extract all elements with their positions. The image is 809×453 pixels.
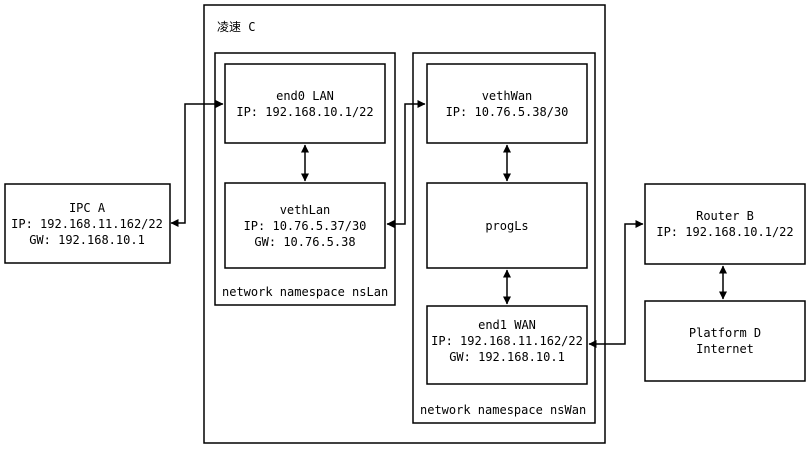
node-ipc-a-box: [4, 183, 171, 264]
connector-ipc-a-end0-lan: [170, 100, 224, 227]
node-end1-wan-gw: GW: 192.168.10.1: [449, 350, 565, 364]
node-ipc-a-gw: GW: 192.168.10.1: [29, 233, 145, 247]
node-router-b-box: [644, 183, 806, 265]
namespace-nswan-label: network namespace nsWan: [420, 403, 586, 417]
node-vethlan-title: vethLan: [280, 203, 331, 217]
node-router-b: Router B IP: 192.168.10.1/22: [644, 183, 806, 265]
node-platform-d-subtitle: Internet: [696, 342, 754, 356]
namespace-nslan-label: network namespace nsLan: [222, 285, 388, 299]
node-end0-lan-ip: IP: 192.168.10.1/22: [236, 105, 373, 119]
node-progls: progLs: [426, 182, 588, 269]
node-end1-wan: end1 WAN IP: 192.168.11.162/22 GW: 192.1…: [426, 305, 588, 385]
node-platform-d: Platform D Internet: [644, 300, 806, 382]
node-end0-lan-title: end0 LAN: [276, 89, 334, 103]
node-vethwan-title: vethWan: [482, 89, 533, 103]
node-end1-wan-box: [426, 305, 588, 385]
node-vethlan-box: [224, 182, 386, 269]
node-router-b-title: Router B: [696, 209, 754, 223]
node-progls-title: progLs: [485, 219, 528, 233]
outer-container-label: 凌速 C: [217, 20, 255, 34]
node-end0-lan: end0 LAN IP: 192.168.10.1/22: [224, 63, 386, 144]
node-vethwan-ip: IP: 10.76.5.38/30: [446, 105, 569, 119]
node-end0-lan-box: [224, 63, 386, 144]
node-vethwan: vethWan IP: 10.76.5.38/30: [426, 63, 588, 144]
node-platform-d-title: Platform D: [689, 326, 761, 340]
node-router-b-ip: IP: 192.168.10.1/22: [656, 225, 793, 239]
node-ipc-a-ip: IP: 192.168.11.162/22: [11, 217, 163, 231]
node-vethlan-ip: IP: 10.76.5.37/30: [244, 219, 367, 233]
node-vethlan-gw: GW: 10.76.5.38: [254, 235, 355, 249]
connector-end1-wan-router-b: [588, 220, 644, 348]
node-platform-d-box: [644, 300, 806, 382]
node-progls-box: [426, 182, 588, 269]
node-vethlan: vethLan IP: 10.76.5.37/30 GW: 10.76.5.38: [224, 182, 386, 269]
node-end1-wan-title: end1 WAN: [478, 318, 536, 332]
node-end1-wan-ip: IP: 192.168.11.162/22: [431, 334, 583, 348]
connector-vethlan-vethwan: [386, 100, 426, 228]
node-ipc-a: IPC A IP: 192.168.11.162/22 GW: 192.168.…: [4, 183, 171, 264]
node-vethwan-box: [426, 63, 588, 144]
node-ipc-a-title: IPC A: [69, 201, 106, 215]
